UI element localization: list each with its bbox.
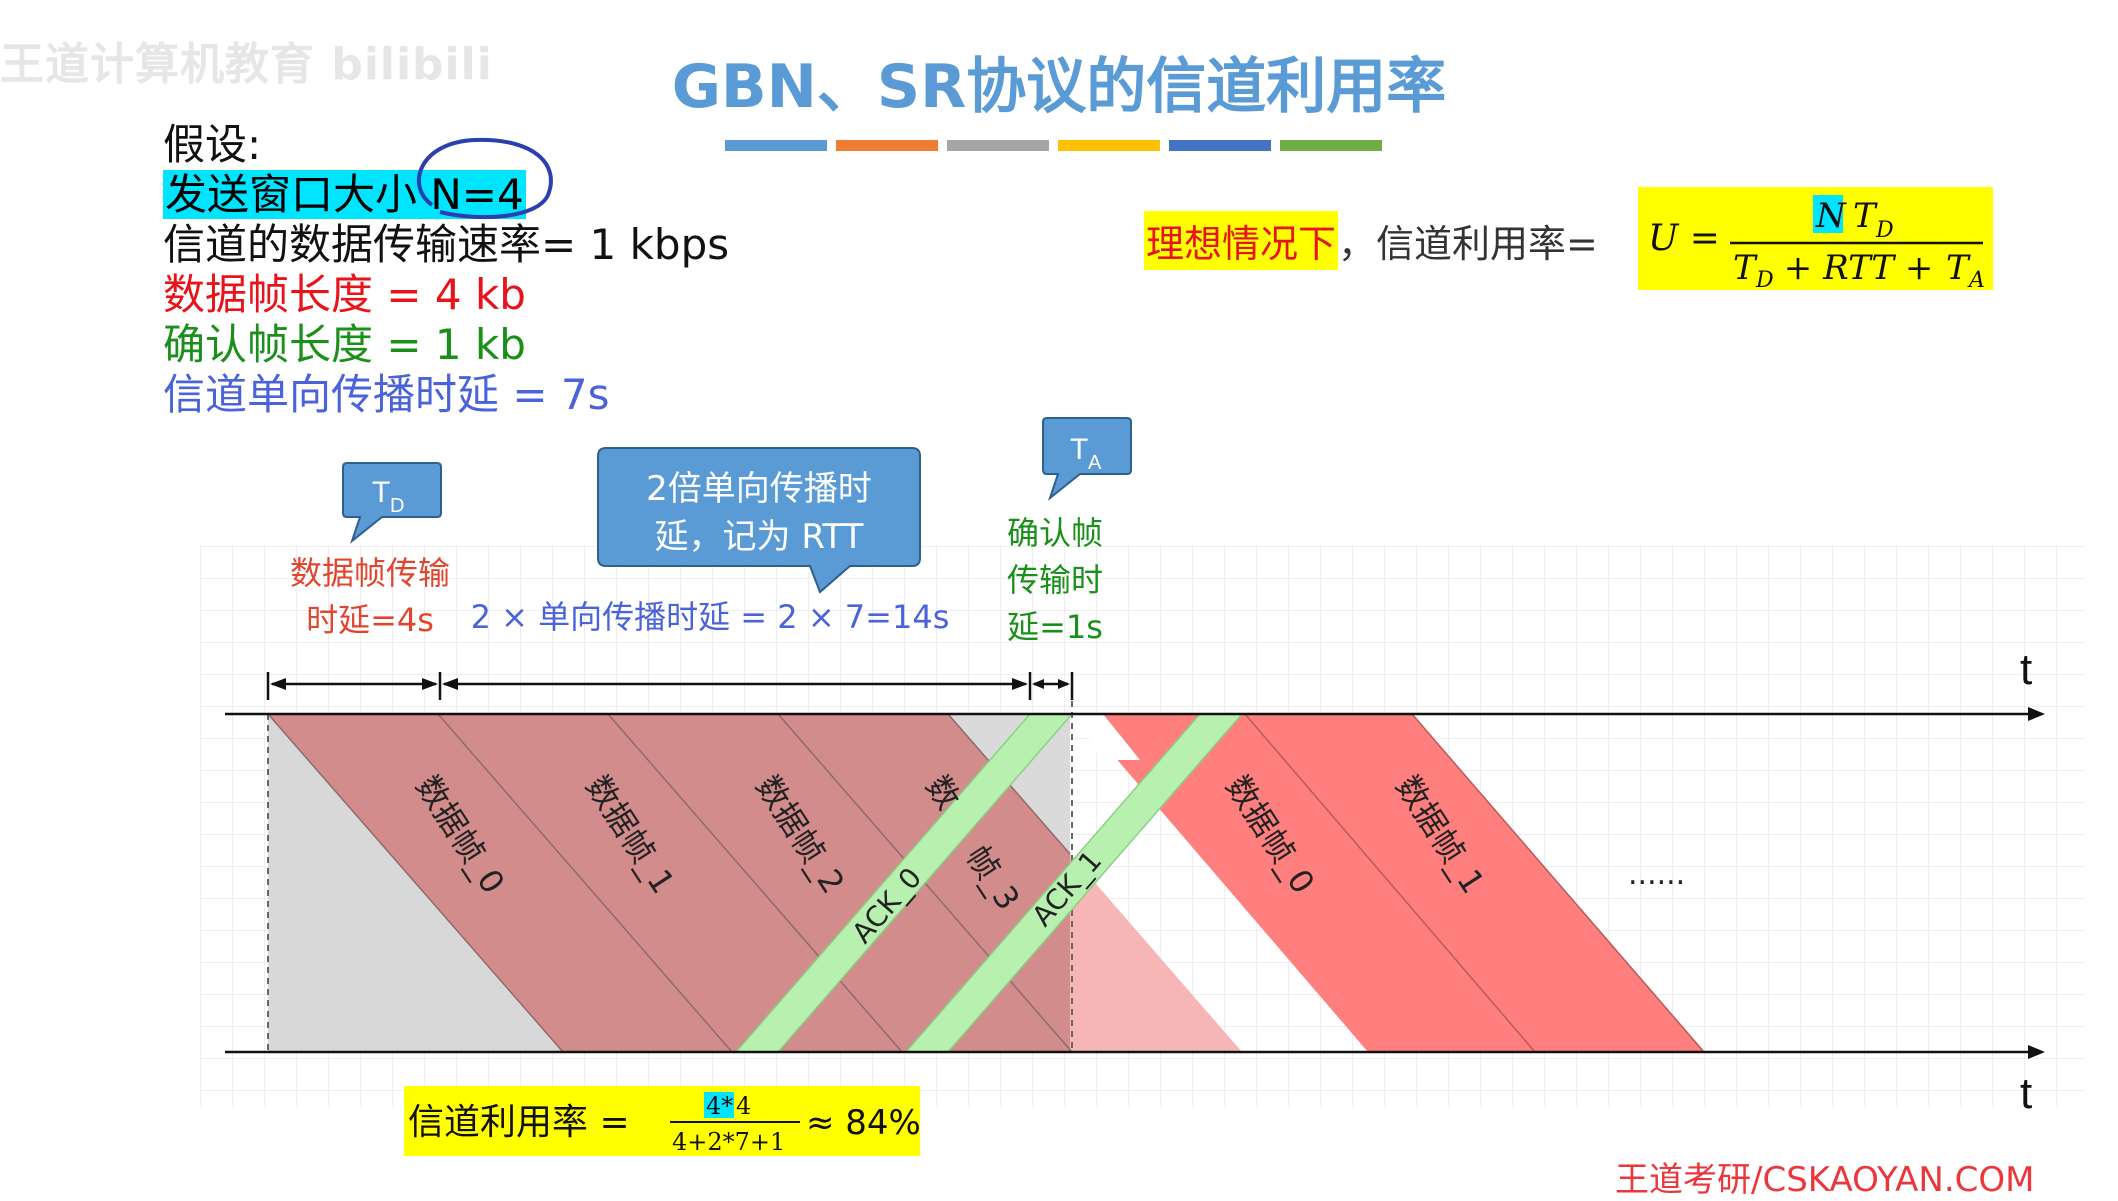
assumptions-block: 假设: 发送窗口大小 N=4 信道的数据传输速率= 1 kbps 数据帧长度 =… — [163, 120, 729, 420]
ta-callout-main: T — [1070, 433, 1088, 466]
bottom-result: ≈ 84% — [806, 1103, 920, 1143]
data-frame-line: 数据帧长度 = 4 kb — [163, 270, 526, 319]
frame-0b-band — [1078, 714, 1535, 1052]
bottom-formula-label: 信道利用率 = — [408, 1102, 630, 1143]
window-size-label: 发送窗口大小 — [165, 170, 418, 219]
title-bar-2 — [836, 140, 938, 151]
formula-n-highlight — [1813, 195, 1843, 233]
bottom-num-rest: 4 — [736, 1092, 751, 1120]
bottom-num-highlight — [704, 1092, 734, 1118]
diag-3 — [607, 713, 903, 1053]
td-annotation: 数据帧传输 时延=4s — [270, 550, 470, 644]
ideal-formula-svg: U = N T D T D + RTT + T A — [1648, 195, 1985, 293]
ideal-text: ，信道利用率= — [1338, 221, 1598, 266]
formula-den-td-sub: D — [1755, 268, 1774, 290]
ideal-label: 理想情况下 — [1144, 210, 1339, 270]
formula-den-mid: + RTT + — [1773, 248, 1944, 288]
title-bar-5 — [1169, 140, 1271, 151]
diag-b2 — [1411, 713, 1705, 1053]
diag-2 — [437, 713, 733, 1053]
frame-0-band — [268, 714, 732, 1052]
ta-annotation-line1: 确认帧 — [1006, 514, 1103, 552]
ideal-formula-line: 理想情况下，信道利用率= — [1144, 190, 1598, 290]
ta-annotation-line3: 延=1s — [1007, 608, 1103, 646]
ack-frame-line: 确认帧长度 = 1 kb — [163, 320, 526, 369]
ah-4 — [1012, 678, 1028, 690]
timing-diagram: t t 数据帧_0 数据帧_1 数据帧_2 数 帧_3 数据帧_0 数据帧_1 … — [200, 417, 2085, 1118]
prop-delay-line: 信道单向传播时延 = 7s — [163, 370, 610, 419]
rtt-annotation: 2 × 单向传播时延 = 2 × 7=14s — [470, 598, 950, 636]
rtt-callout-line2: 延，记为 RTT — [655, 517, 864, 557]
bottom-den: 4+2*7+1 — [672, 1128, 785, 1156]
ta-callout-sub: A — [1088, 452, 1102, 474]
rate-line: 信道的数据传输速率= 1 kbps — [163, 220, 730, 269]
ideal-formula-box: U = N T D T D + RTT + T A — [1638, 187, 1993, 293]
bottom-axis-label: t — [2020, 1069, 2032, 1118]
bottom-axis-arrow — [2028, 1045, 2045, 1059]
window-size-line: 发送窗口大小 N=4 — [163, 170, 729, 220]
window-size-text: 发送窗口大小 N=4 — [163, 170, 526, 219]
frame-1b-band — [1245, 714, 1704, 1052]
td-annotation-line2: 时延=4s — [306, 601, 434, 639]
diag-1 — [267, 713, 564, 1053]
title-bar-3 — [947, 140, 1049, 151]
formula-den-td: T — [1733, 248, 1758, 288]
rtt-callout: 2倍单向传播时 延，记为 RTT — [597, 447, 921, 594]
td-callout-main: T — [372, 476, 390, 509]
page-title: GBN、SR协议的信道利用率 — [671, 52, 1447, 122]
assumptions-heading: 假设: — [163, 120, 262, 169]
dimension-arrowheads — [270, 678, 1070, 690]
ah-1 — [270, 678, 286, 690]
formula-num-n: N — [1815, 196, 1847, 236]
frame-1-band — [438, 714, 902, 1052]
diag-b1 — [1244, 713, 1536, 1053]
ta-annotation-line2: 传输时 — [1006, 561, 1103, 599]
ah-5 — [1032, 679, 1044, 689]
td-callout: T D — [342, 462, 442, 544]
formula-num-td-sub: D — [1875, 218, 1894, 243]
white-wedge — [1078, 714, 1140, 760]
ta-callout: T A — [1042, 417, 1132, 501]
top-axis-label: t — [2020, 645, 2032, 694]
td-callout-sub: D — [390, 495, 404, 517]
td-bubble-shape — [342, 462, 442, 544]
frame-3-tail — [1070, 854, 1242, 1052]
ellipsis: ...... — [1628, 857, 1685, 892]
title-bar-6 — [1280, 140, 1382, 151]
formula-lhs: U = — [1648, 218, 1720, 259]
bottom-formula-box: 信道利用率 = 4* 4 4+2*7+1 ≈ 84% — [404, 1086, 921, 1156]
frame-2-band — [608, 714, 1072, 1052]
bottom-num-hl: 4* — [706, 1092, 733, 1120]
formula-den-ta-sub: A — [1967, 268, 1985, 290]
ah-3 — [442, 678, 458, 690]
ah-2 — [422, 678, 438, 690]
formula-den-ta: T — [1946, 248, 1971, 288]
footer-watermark: 王道考研/CSKAOYAN.COM — [1615, 1160, 2035, 1200]
ta-bubble-shape — [1042, 417, 1132, 501]
td-annotation-line1: 数据帧传输 — [289, 554, 450, 592]
window-size-value: N=4 — [430, 170, 524, 219]
ta-annotation: 确认帧 传输时 延=1s — [990, 510, 1120, 651]
title-bar-1 — [725, 140, 827, 151]
formula-num-td: T — [1853, 196, 1878, 236]
hand-drawn-circle — [416, 137, 553, 220]
frame-diagonals — [267, 713, 1073, 1053]
top-axis-arrow — [2028, 707, 2045, 721]
title-bar-4 — [1058, 140, 1160, 151]
rtt-callout-line1: 2倍单向传播时 — [646, 469, 872, 509]
ah-6 — [1058, 679, 1070, 689]
bottom-formula-svg: 信道利用率 = 4* 4 4+2*7+1 ≈ 84% — [408, 1092, 921, 1156]
frame-b-diagonals — [1244, 713, 1705, 1053]
title-color-bars — [725, 140, 1382, 151]
rtt-bubble-shape — [597, 447, 921, 594]
watermark: 王道计算机教育 bilibili — [0, 39, 493, 90]
